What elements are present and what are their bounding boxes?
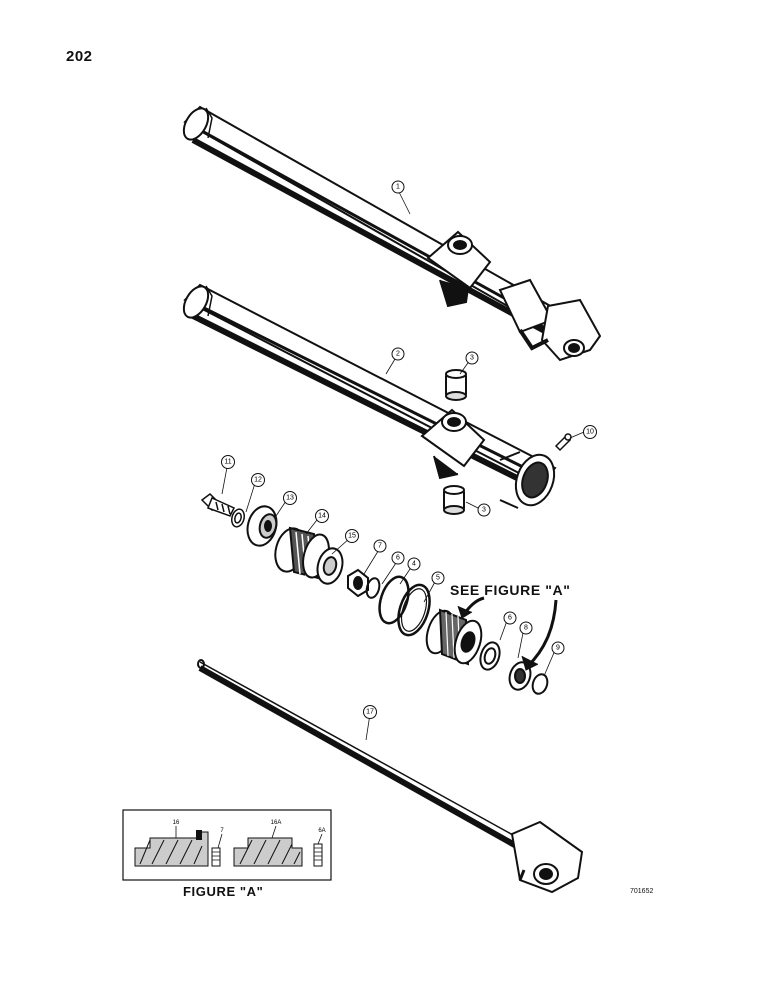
callout-6-right: 6 [503,611,517,625]
washer [231,508,245,528]
svg-text:6: 6 [508,615,512,622]
svg-text:3: 3 [470,355,474,362]
callout-7: 7 [373,539,387,553]
svg-text:4: 4 [412,561,416,568]
svg-text:1: 1 [396,184,400,191]
callout-8: 8 [519,621,533,635]
callout-11: 11 [221,455,235,469]
svg-text:2: 2 [396,351,400,358]
callout-3-lower: 3 [477,503,491,517]
o-ring-6b [479,641,501,671]
svg-text:5: 5 [436,575,440,582]
cylinder-barrel-2 [182,283,557,509]
figure-a-label-6a: 6A [318,828,325,834]
bushing-lower [443,485,465,515]
callout-5: 5 [431,571,445,585]
figure-a-label-16a: 16A [271,820,282,826]
callout-10: 10 [583,425,597,439]
figure-a-inset: 16 7 16A 6A [122,809,332,881]
callout-4: 4 [407,557,421,571]
svg-text:6: 6 [396,555,400,562]
grease-fitting [554,433,572,452]
svg-text:3: 3 [482,507,486,514]
o-ring-6a [365,577,381,599]
piston-rod [197,659,584,894]
drawing-number: 701652 [630,888,654,895]
gland-ring [316,547,344,585]
callout-14: 14 [315,509,329,523]
callout-3-upper: 3 [465,351,479,365]
svg-text:12: 12 [254,477,262,484]
see-figure-annotation: SEE FIGURE "A" [450,582,571,598]
callout-9: 9 [551,641,565,655]
svg-text:10: 10 [586,429,594,436]
see-figure-arrows [457,596,558,671]
bolt [200,493,236,517]
callout-13: 13 [283,491,297,505]
svg-text:9: 9 [556,645,560,652]
figure-a-label-7: 7 [220,828,224,834]
svg-text:15: 15 [348,533,356,540]
backup-ring [397,583,431,637]
svg-text:17: 17 [366,709,374,716]
callout-12: 12 [251,473,265,487]
o-ring-large [378,575,410,625]
svg-text:13: 13 [286,495,294,502]
gland [425,608,483,666]
cylinder-barrel-1 [182,105,602,362]
callout-1: 1 [391,180,405,194]
callout-17: 17 [363,705,377,719]
page-number: 202 [66,48,93,65]
bushing-upper [445,369,467,401]
nut [347,568,369,598]
callout-6-left: 6 [391,551,405,565]
svg-text:11: 11 [224,459,231,466]
figure-a-label-16: 16 [173,820,180,826]
wiper-seal [508,661,532,691]
callout-15: 15 [345,529,359,543]
o-ring-6c [531,673,549,695]
figure-a-caption: FIGURE "A" [183,884,264,899]
svg-text:8: 8 [524,625,528,632]
svg-text:14: 14 [318,513,326,520]
callout-2: 2 [391,347,405,361]
svg-text:7: 7 [378,543,382,550]
piston-head [246,505,278,547]
